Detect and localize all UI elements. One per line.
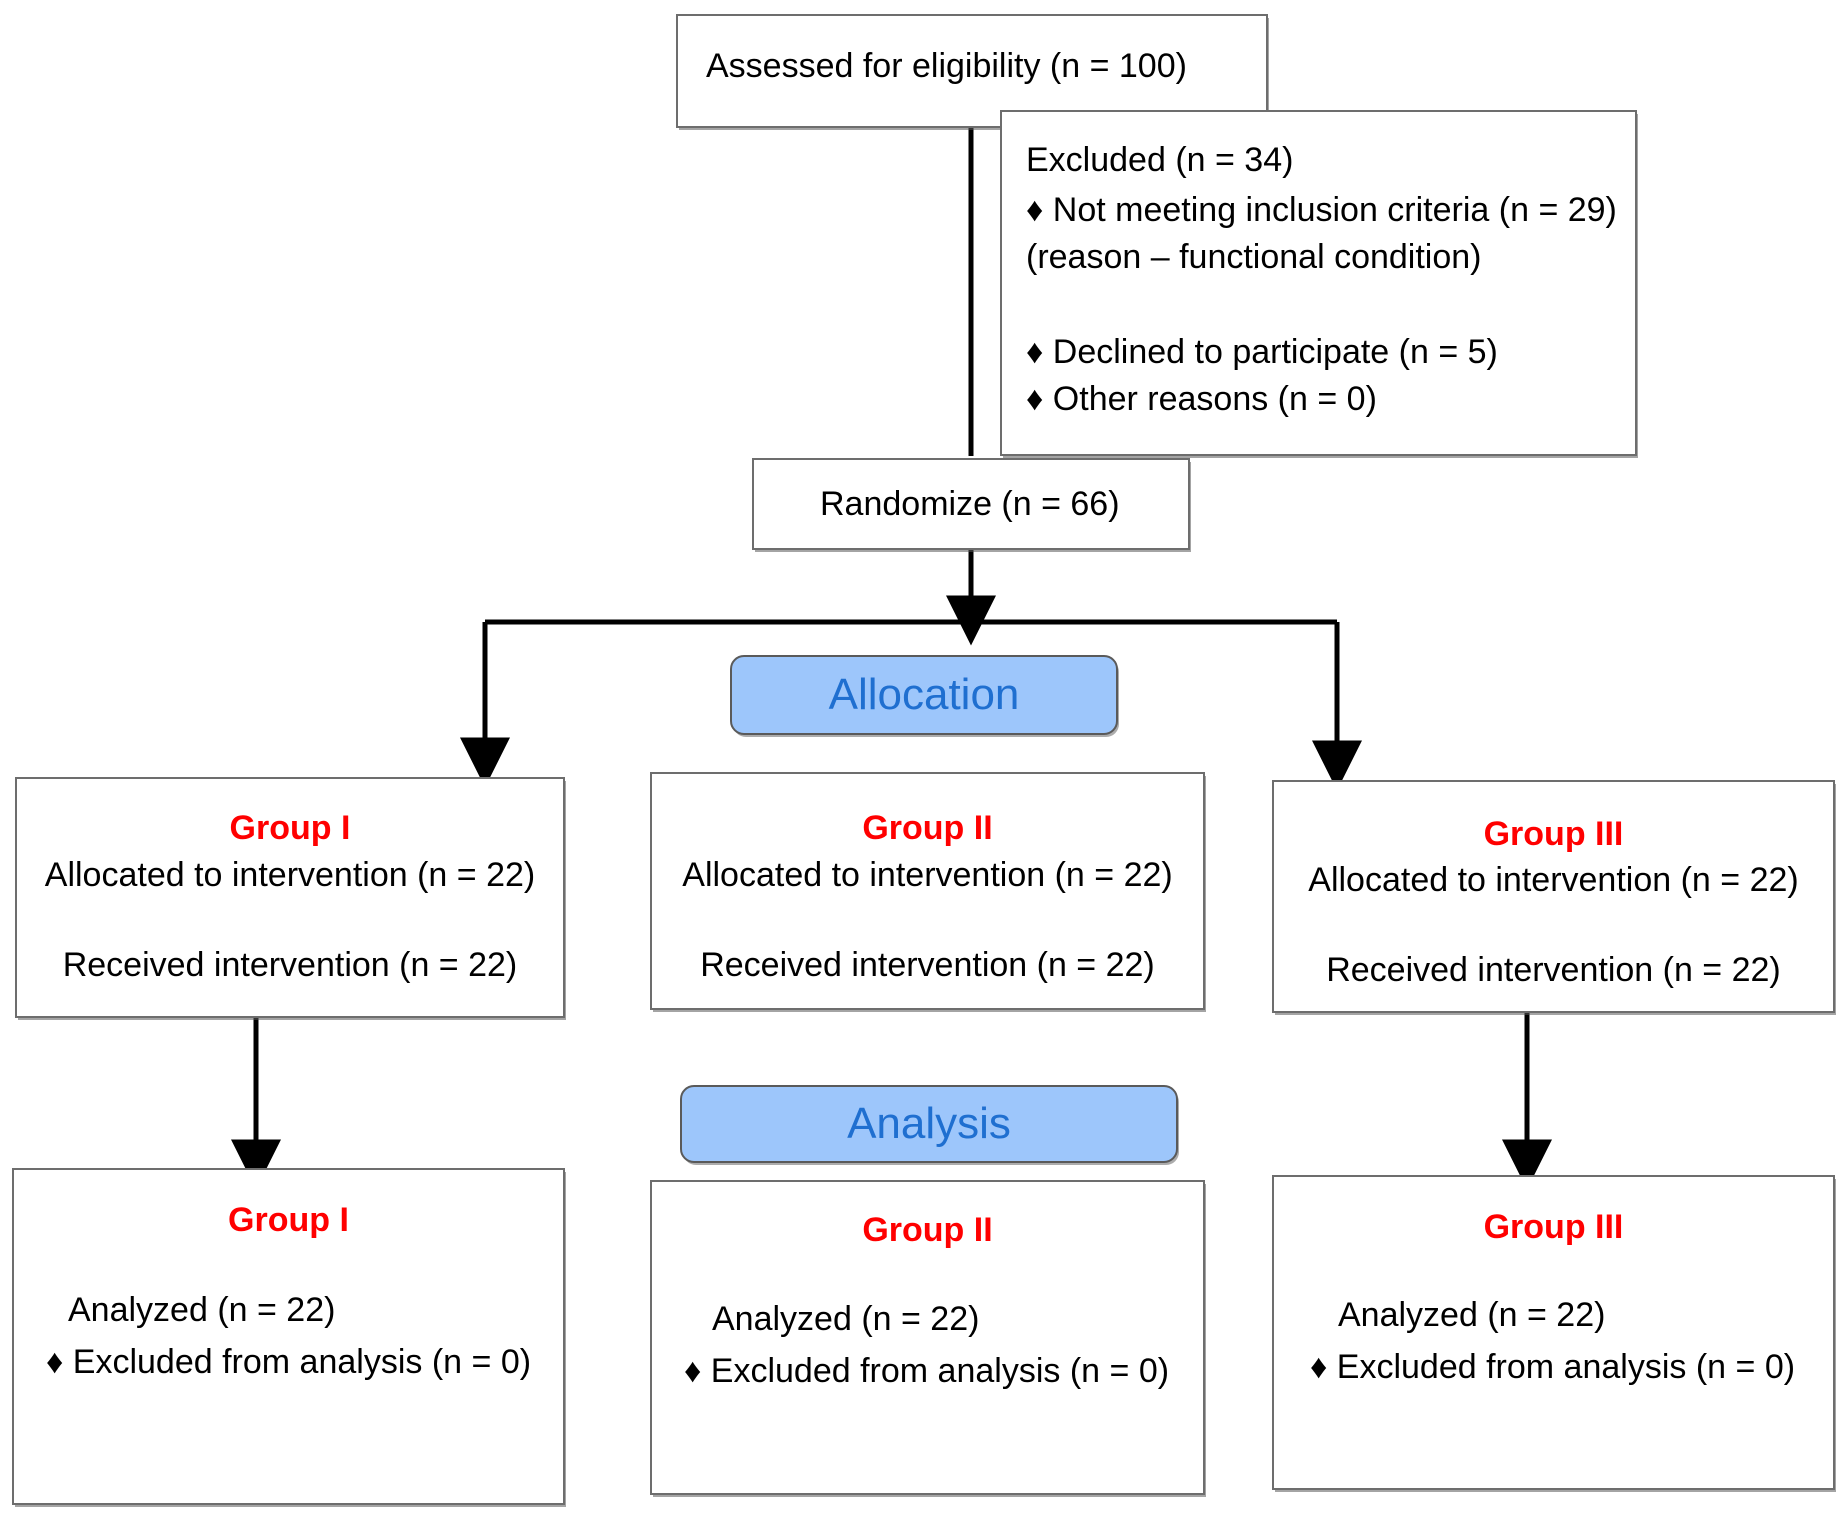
group-title-label: Group II bbox=[862, 809, 993, 847]
allocation-group-3-line-2: Received intervention (n = 22) bbox=[1326, 951, 1781, 989]
node-allocation-group-2 bbox=[650, 772, 1205, 1010]
group-title-label: Group I bbox=[229, 809, 351, 847]
excluded-heading: Excluded (n = 34) bbox=[1026, 141, 1294, 179]
group-title-label: Group III bbox=[1483, 1208, 1624, 1246]
analysis-group-1-line-1: Analyzed (n = 22) bbox=[68, 1291, 336, 1329]
allocation-group-2-line-2: Received intervention (n = 22) bbox=[700, 946, 1155, 984]
node-excluded bbox=[1000, 110, 1637, 456]
analysis-banner-label: Analysis bbox=[847, 1099, 1011, 1148]
group-title-label: Group III bbox=[1483, 815, 1624, 853]
analysis-group-3-title: Group III bbox=[1272, 1205, 1835, 1249]
node-analysis-group-3 bbox=[1272, 1175, 1835, 1490]
group-title-label: Group I bbox=[228, 1201, 349, 1239]
allocation-group-3-title: Group III bbox=[1272, 812, 1835, 856]
allocation-group-1-title: Group I bbox=[15, 806, 565, 850]
allocation-group-3-line-1: Allocated to intervention (n = 22) bbox=[1308, 861, 1799, 899]
allocation-group-1-line-2: Received intervention (n = 22) bbox=[62, 946, 518, 984]
node-allocation-group-3 bbox=[1272, 780, 1835, 1013]
allocation-banner-label: Allocation bbox=[828, 670, 1020, 719]
node-assessed-for-eligibility bbox=[676, 14, 1268, 128]
allocation-group-1-line-1: Allocated to intervention (n = 22) bbox=[44, 856, 536, 894]
node-randomize bbox=[752, 458, 1190, 550]
analysis-banner: Analysis bbox=[680, 1085, 1178, 1163]
excluded-item-3: ♦ Other reasons (n = 0) bbox=[1026, 380, 1377, 418]
analysis-group-1-title: Group I bbox=[12, 1198, 565, 1242]
analysis-group-1-line-2: ♦ Excluded from analysis (n = 0) bbox=[46, 1343, 532, 1381]
analysis-group-3-line-1: Analyzed (n = 22) bbox=[1338, 1296, 1606, 1334]
analysis-group-2-line-2: ♦ Excluded from analysis (n = 0) bbox=[684, 1352, 1170, 1390]
excluded-item-1: (reason – functional condition) bbox=[1026, 238, 1482, 276]
allocation-group-2-title: Group II bbox=[650, 806, 1205, 850]
excluded-item-2: ♦ Declined to participate (n = 5) bbox=[1026, 333, 1498, 371]
analysis-group-2-title: Group II bbox=[650, 1208, 1205, 1252]
node-analysis-group-2 bbox=[650, 1180, 1205, 1495]
group-title-label: Group II bbox=[862, 1211, 993, 1249]
node-allocation-group-1 bbox=[15, 777, 565, 1018]
allocation-group-2-line-1: Allocated to intervention (n = 22) bbox=[682, 856, 1173, 894]
assessed-for-eligibility-text: Assessed for eligibility (n = 100) bbox=[706, 47, 1187, 85]
node-analysis-group-1 bbox=[12, 1168, 565, 1505]
allocation-banner: Allocation bbox=[730, 655, 1118, 735]
excluded-item-0: ♦ Not meeting inclusion criteria (n = 29… bbox=[1026, 191, 1617, 229]
randomize-text: Randomize (n = 66) bbox=[820, 485, 1120, 523]
analysis-group-3-line-2: ♦ Excluded from analysis (n = 0) bbox=[1310, 1348, 1796, 1386]
analysis-group-2-line-1: Analyzed (n = 22) bbox=[712, 1300, 980, 1338]
